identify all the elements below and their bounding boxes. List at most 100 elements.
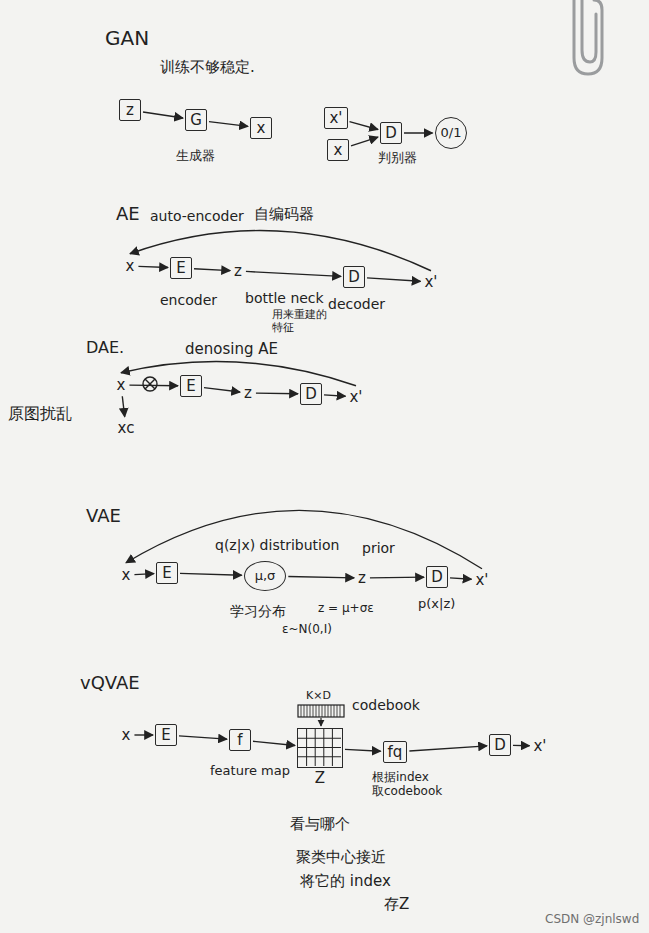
module-box: G [185,109,207,132]
note-label: bottle neck [245,290,324,307]
latent-grid: Z [297,728,343,768]
module-box: E [180,375,202,398]
arrow-connector [194,269,230,271]
note-label: 根据index 取codebook [372,771,442,799]
node-text: x [334,142,343,159]
variable-node: z [242,384,254,403]
note-label: encoder [160,292,217,309]
arrow-connector [324,395,345,396]
codebook-bar [298,705,344,726]
arrow-connector [367,278,420,281]
note-label: ε~N(0,I) [282,622,332,636]
module-box: z [119,99,141,122]
node-text: E [186,378,195,395]
module-box: D [489,734,511,757]
arrow-connector [138,266,168,267]
module-box: fq [383,741,408,764]
node-text: D [348,269,360,286]
node-text: x' [475,572,488,589]
circle-node: μ,σ [244,561,287,591]
node-text: z [244,385,252,402]
arrow-connector [345,749,381,751]
arrow-connector [134,734,153,735]
variable-node: x [120,726,133,745]
note-label: 判别器 [378,150,417,166]
note-label: GAN [105,26,149,50]
node-text: 0/1 [441,126,462,140]
note-label: 原图扰乱 [8,404,72,423]
module-box: E [155,724,177,747]
module-box: D [380,122,402,145]
arrow-connector [130,231,431,271]
grid-lines [298,729,341,766]
module-box: f [229,729,251,752]
paperclip [574,0,602,74]
arrow-connector [126,510,482,568]
variable-node: z [232,262,244,281]
module-box: x [250,117,272,140]
variable-node: x' [422,273,439,292]
arrow-connector [513,745,529,747]
node-text: x [117,377,126,394]
node-text: x' [424,274,437,291]
arrow-connector [409,746,487,751]
arrow-connector [129,384,178,386]
note-label: K×D [306,689,331,702]
node-text: xc [118,420,135,437]
arrow-connector [256,392,298,394]
note-label: auto-encoder [150,208,244,225]
node-text: z [126,102,134,119]
node-text: D [494,737,506,754]
note-label: vQVAE [80,672,140,694]
note-label: VAE [86,505,121,527]
variable-node: x' [531,737,548,756]
variable-node: x [115,376,128,395]
arrow-connector [351,137,378,146]
arrow-connector [404,132,433,133]
module-box: D [426,566,448,589]
arrow-connector [450,578,471,579]
variable-node: x [120,566,133,585]
note-label: denosing AE [185,340,278,358]
note-label: z = μ+σε [318,601,374,615]
node-text: D [305,386,317,403]
circle-node: 0/1 [435,117,468,150]
note-label: feature map [210,763,290,779]
node-text: x [122,567,131,584]
note-label: prior [362,540,395,557]
node-text: E [176,260,185,277]
note-label: DAE. [86,338,124,357]
module-box: E [170,257,192,280]
node-text: z [358,570,366,587]
module-box: E [156,562,178,585]
module-box: D [343,266,365,289]
note-label: 将它的 index [300,872,391,890]
arrow-connector [350,122,379,130]
variable-node: x' [347,388,364,407]
note-label: q(z|x) distribution [215,537,339,554]
node-text: E [161,727,170,744]
arrow-connector [121,362,356,386]
arrow-connector [122,396,124,417]
node-text: D [385,125,397,142]
note-label: 学习分布 [230,603,286,620]
module-box: D [300,383,322,406]
arrow-connector [209,122,248,127]
node-text: x [126,258,135,275]
node-text: x' [533,738,546,755]
node-text: z [234,263,242,280]
node-text: D [431,569,443,586]
node-text: x' [329,110,342,127]
node-text: G [190,112,202,129]
variable-node: x [124,257,137,276]
module-box: x' [324,107,347,130]
note-label: 看与哪个 [290,815,350,833]
node-text: f [237,732,242,749]
arrow-connector [370,576,424,578]
arrow-connector [143,112,183,118]
note-label: AE [116,203,140,225]
arrow-connector [288,576,354,577]
